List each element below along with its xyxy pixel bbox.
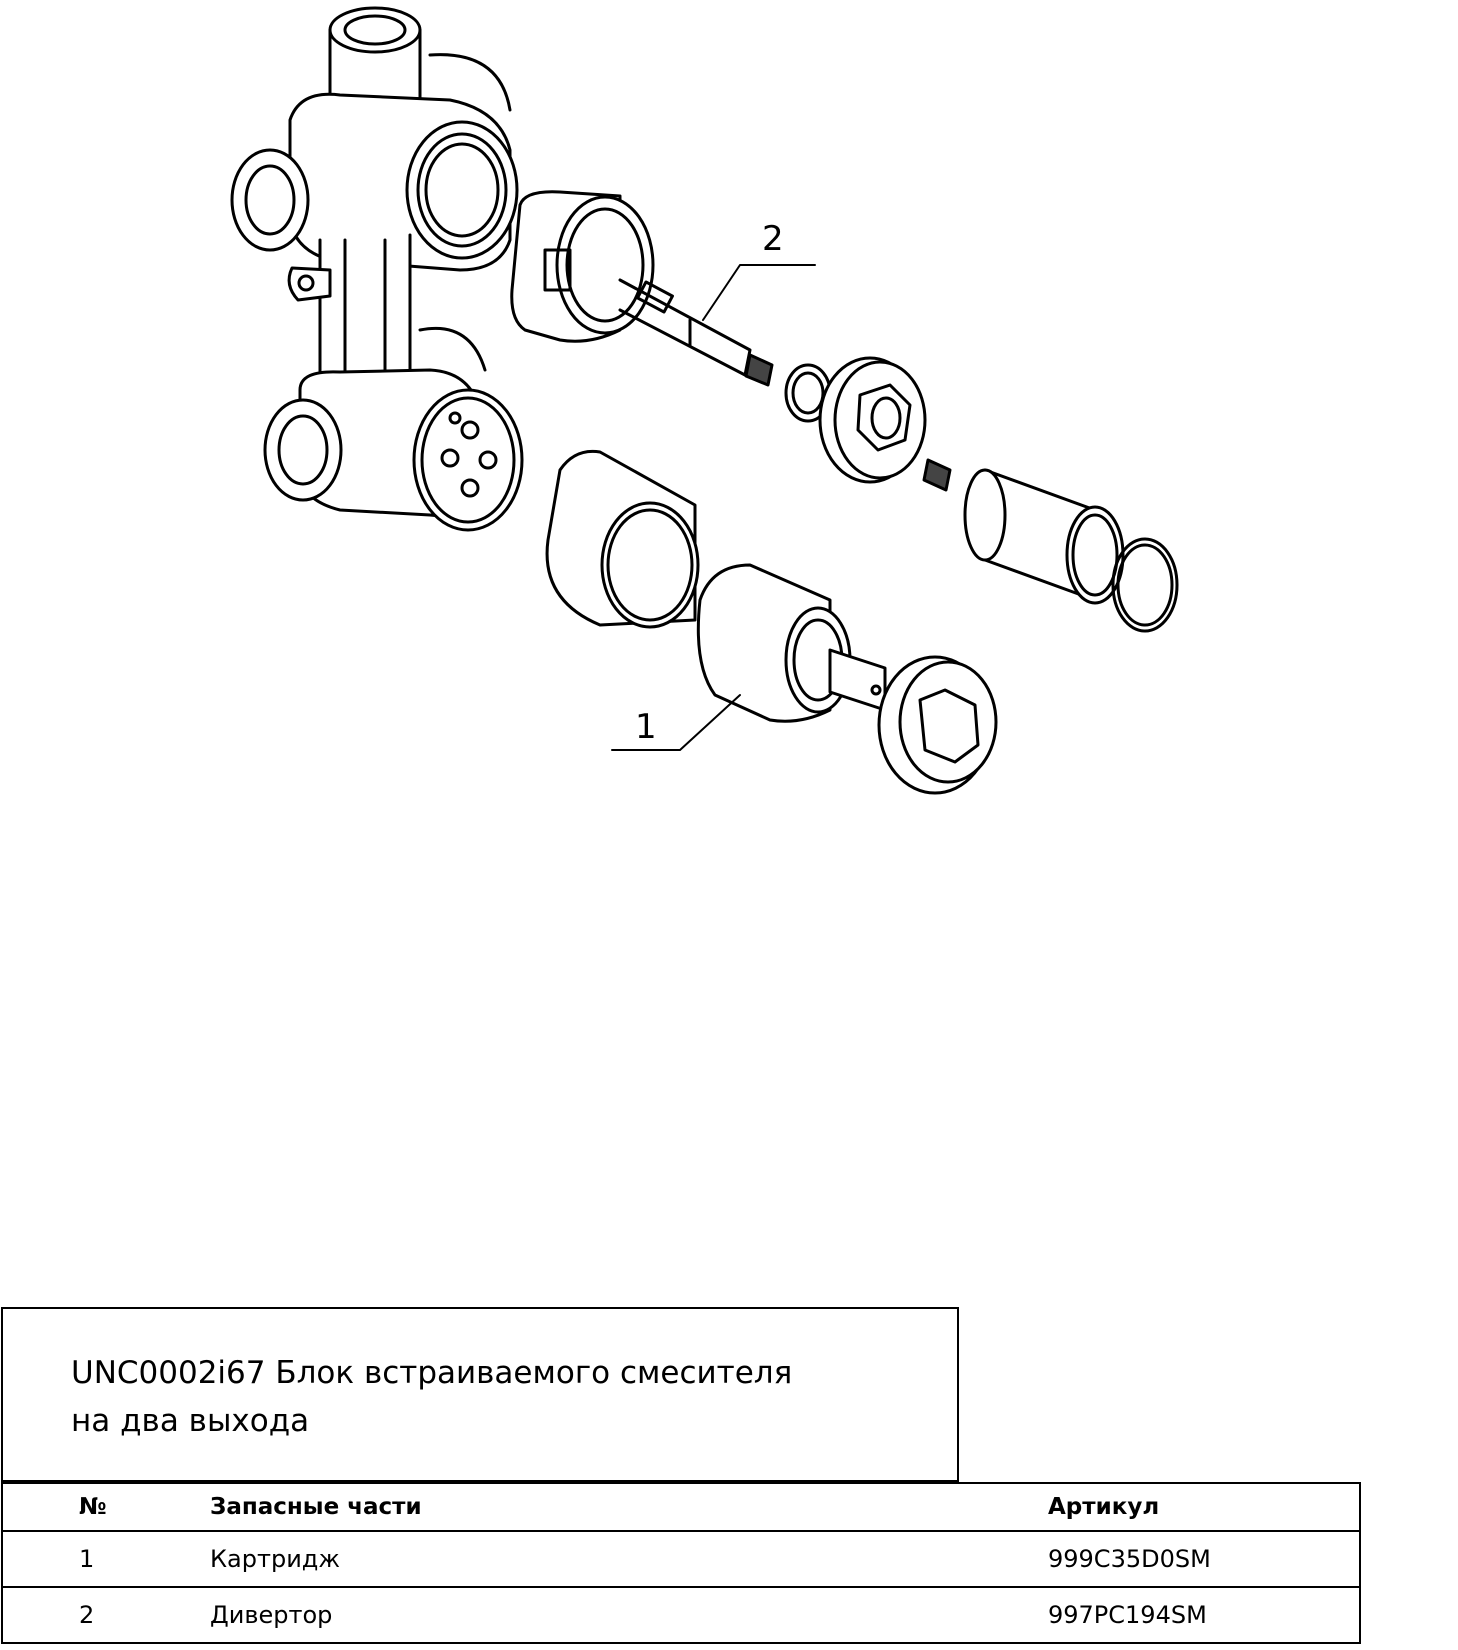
table-row: 2 Дивертор 997PC194SM bbox=[2, 1586, 1360, 1644]
row-part-name: Картридж bbox=[210, 1530, 1048, 1588]
header-article: Артикул bbox=[1048, 1482, 1360, 1532]
leader-line-1 bbox=[611, 694, 741, 751]
cartridge-sleeve bbox=[545, 449, 700, 629]
row-part-name: Дивертор bbox=[210, 1586, 1048, 1644]
leader-line-2 bbox=[702, 264, 816, 321]
cartridge-part bbox=[696, 563, 998, 795]
row-number: 1 bbox=[2, 1530, 210, 1588]
spare-parts-table: № Запасные части Артикул 1 Картридж 999C… bbox=[1, 1482, 1361, 1644]
table-header-row: № Запасные части Артикул bbox=[2, 1482, 1360, 1532]
row-number: 2 bbox=[2, 1586, 210, 1644]
extension-sleeve bbox=[963, 468, 1179, 633]
mixer-body bbox=[230, 6, 524, 532]
header-number: № bbox=[2, 1482, 210, 1532]
product-title: UNC0002i67 Блок встраиваемого смесителя … bbox=[71, 1355, 793, 1439]
header-parts: Запасные части bbox=[210, 1482, 1048, 1532]
diverter-part bbox=[510, 190, 832, 423]
row-article: 999C35D0SM bbox=[1048, 1530, 1360, 1588]
callout-2: 2 bbox=[762, 219, 784, 259]
exploded-view-drawing: 2 1 bbox=[230, 6, 1179, 795]
table-row: 1 Картридж 999C35D0SM bbox=[2, 1530, 1360, 1588]
title-box: UNC0002i67 Блок встраиваемого смесителя … bbox=[1, 1307, 959, 1482]
callout-1: 1 bbox=[635, 707, 657, 747]
row-article: 997PC194SM bbox=[1048, 1586, 1360, 1644]
bonnet-part bbox=[818, 356, 952, 492]
